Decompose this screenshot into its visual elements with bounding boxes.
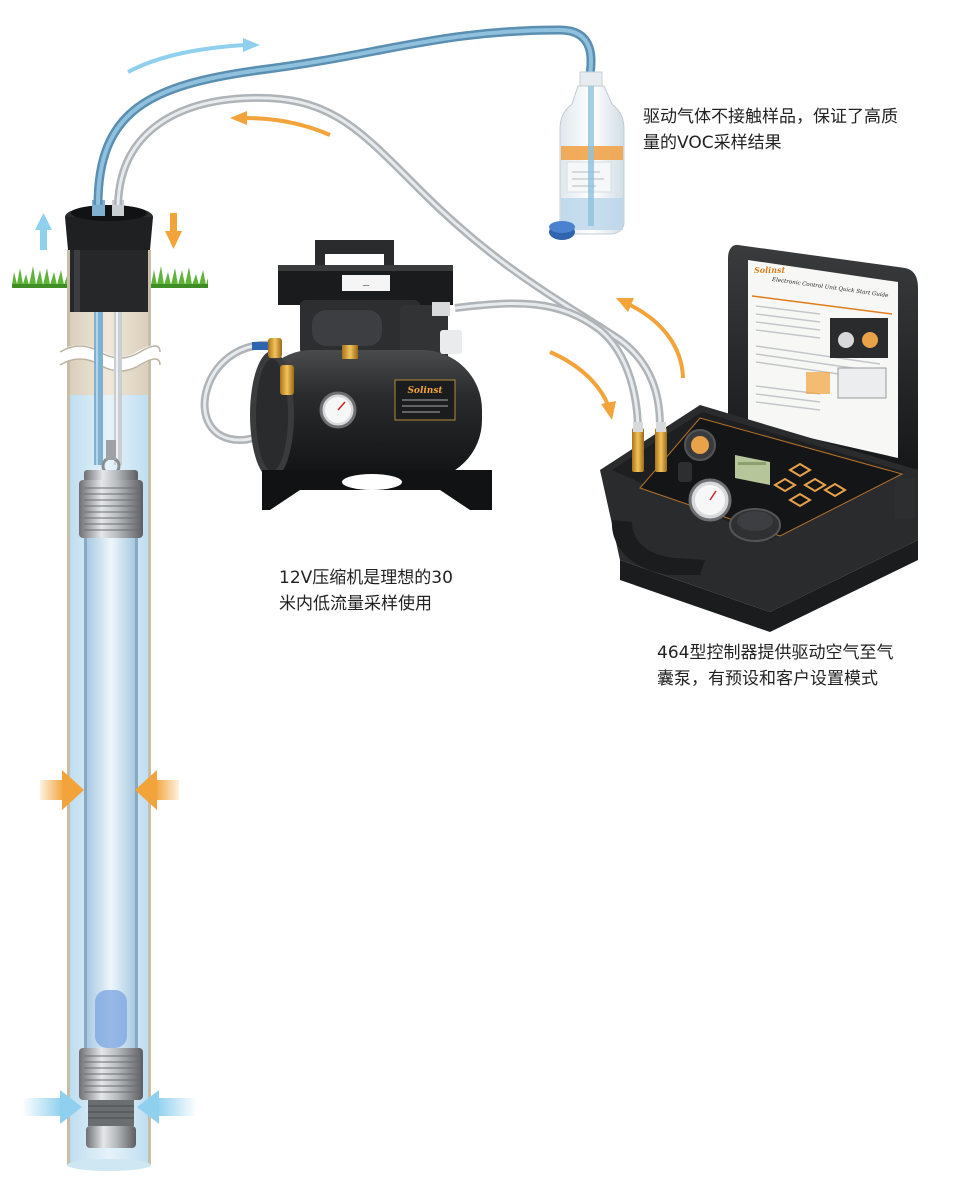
caption-bottle: 驱动气体不接触样品，保证了高质 量的VOC采样结果 — [643, 104, 898, 156]
caption-bottle-line2: 量的VOC采样结果 — [643, 133, 782, 153]
caption-controller-line1: 464型控制器提供驱动空气至气 — [657, 643, 894, 663]
caption-controller: 464型控制器提供驱动空气至气 囊泵，有预设和客户设置模式 — [657, 640, 893, 692]
bladder-pump — [79, 440, 143, 1148]
compressor-label-text: — — [363, 281, 370, 289]
sample-bottle — [559, 71, 625, 235]
flow-direction-arrow-icon — [549, 350, 616, 420]
flow-direction-arrow-icon — [616, 298, 685, 379]
compressor: — Solinst — [250, 240, 492, 510]
sample-tube — [93, 25, 596, 206]
air-tube-well — [114, 93, 664, 433]
manual-brand: Solinst — [754, 265, 786, 275]
flow-direction-arrow-icon — [230, 111, 331, 137]
caption-compressor-line1: 12V压缩机是理想的30 — [279, 568, 453, 588]
caption-controller-line2: 囊泵，有预设和客户设置模式 — [657, 669, 878, 689]
caption-compressor: 12V压缩机是理想的30 米内低流量采样使用 — [279, 565, 453, 617]
up-arrow-icon — [35, 213, 52, 250]
grass-surface — [12, 266, 208, 288]
well-cap — [65, 200, 153, 312]
caption-compressor-line2: 米内低流量采样使用 — [279, 594, 432, 614]
bottle-cap — [549, 221, 575, 240]
air-tube-compressor — [200, 299, 642, 445]
down-arrow-icon — [165, 213, 182, 249]
inflow-arrow-icon — [22, 1090, 197, 1124]
controller-case: Solinst Electronic Control Unit Quick St… — [728, 244, 918, 479]
controller-panel — [600, 405, 918, 632]
caption-bottle-line1: 驱动气体不接触样品，保证了高质 — [643, 107, 898, 127]
inflow-arrow-icon — [40, 770, 179, 810]
flow-direction-arrow-icon — [127, 38, 260, 74]
compressor-brand: Solinst — [407, 386, 443, 396]
